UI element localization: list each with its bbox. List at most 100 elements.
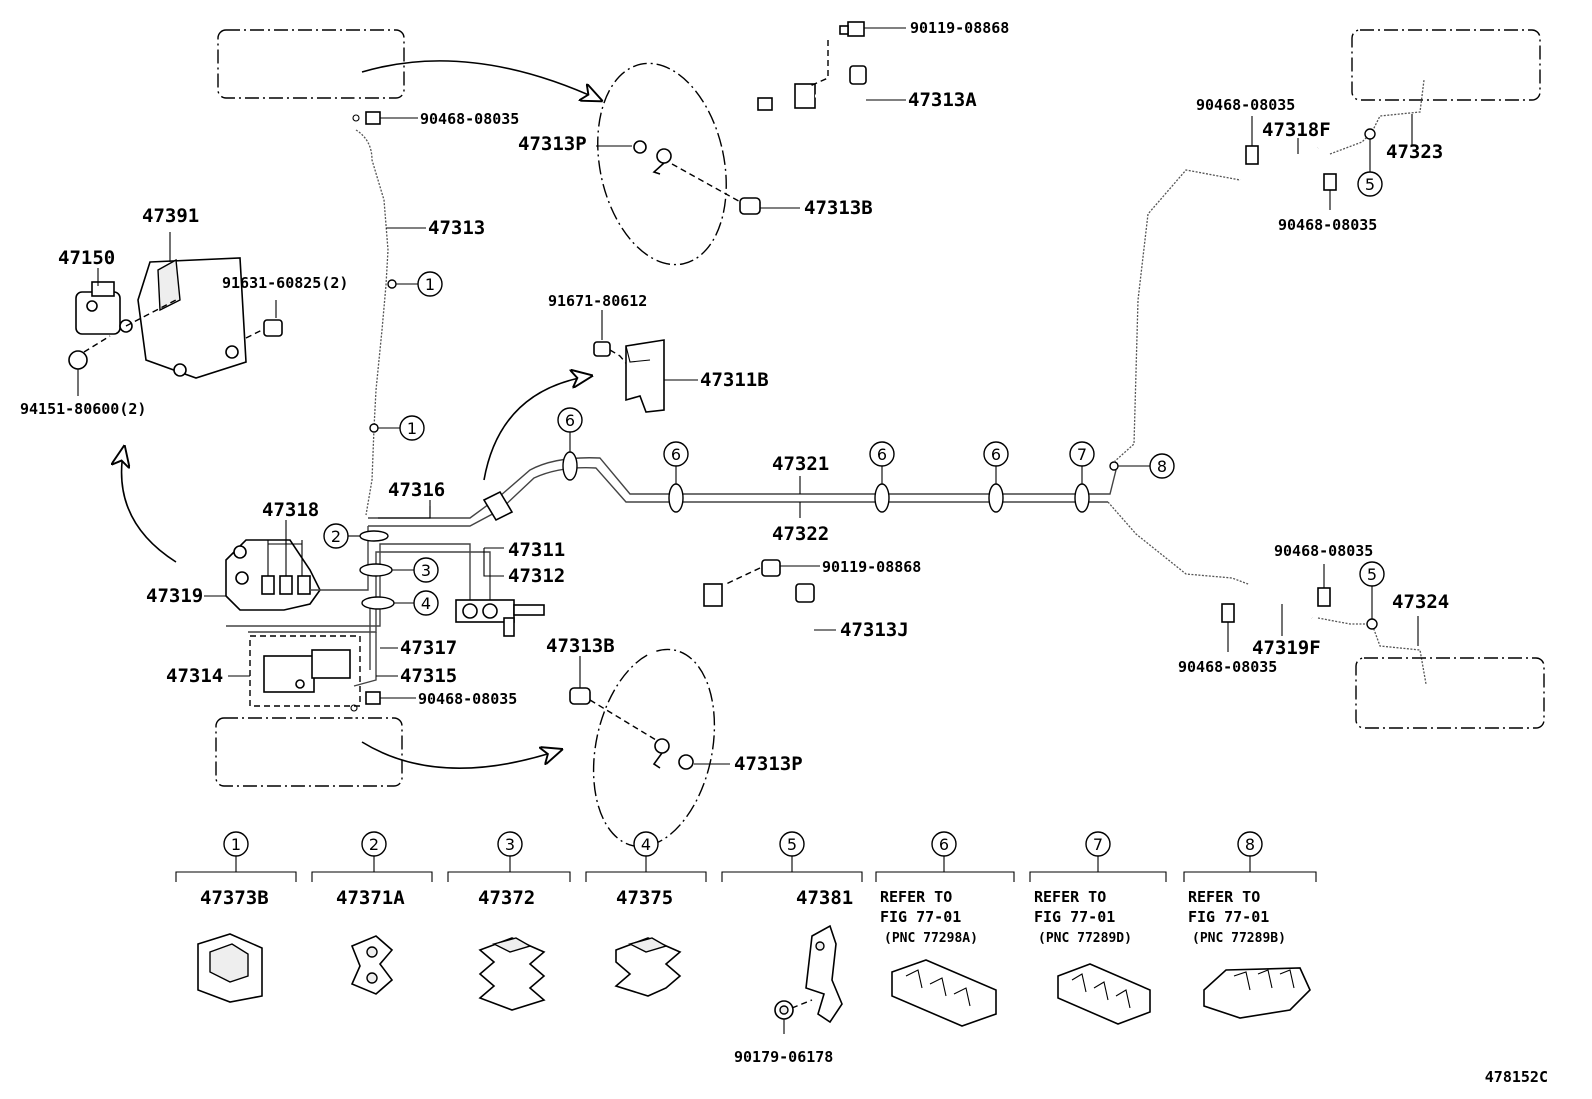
legend-part-label: 90179-06178: [734, 1048, 833, 1066]
clamp-icon: [478, 937, 546, 1011]
svg-text:REFER TO: REFER TO: [1188, 888, 1260, 906]
detail-ellipse: [592, 648, 716, 848]
bolt-icon: [263, 319, 283, 337]
part-label: 47313B: [804, 197, 873, 219]
part-label: 47313P: [518, 133, 587, 155]
part-label: 90468-08035: [418, 690, 517, 708]
legend-item-7: 7 REFER TO FIG 77-01 (PNC 77289D): [1029, 831, 1167, 1025]
ref-bubble-7: [1069, 441, 1095, 467]
line-clamp: [988, 483, 1004, 513]
bolt-icon: [739, 197, 761, 215]
bolt-icon: [761, 559, 781, 577]
brake-line-47322: [368, 467, 1108, 527]
svg-text:2: 2: [331, 527, 341, 546]
part-label: 47391: [142, 205, 199, 227]
clip-icon: [365, 691, 381, 705]
part-label: 47311B: [700, 369, 769, 391]
bolt-icon: [569, 687, 591, 705]
legend-item-6: 6 REFER TO FIG 77-01 (PNC 77298A): [875, 831, 1015, 1027]
part-label: 90468-08035: [1196, 96, 1295, 114]
rear-right-detail: 90468-08035 47318F 5 47323 90468-08035: [1113, 29, 1541, 463]
actuator-47314: [263, 655, 315, 693]
flow-arrow: [361, 60, 600, 100]
clip-icon: [1317, 587, 1331, 607]
svg-text:5: 5: [787, 835, 797, 854]
svg-text:FIG 77-01: FIG 77-01: [880, 908, 961, 926]
part-label: 91671-80612: [548, 292, 647, 310]
part-label: 47324: [1392, 591, 1449, 613]
legend-part-label: 47375: [616, 887, 673, 909]
svg-text:3: 3: [505, 835, 515, 854]
ref-bubble-6: [869, 441, 895, 467]
bolt-icon: [847, 21, 865, 37]
hose-end-icon: [849, 65, 867, 85]
front-lower-hose-detail: 47313J 90119-08868 47313B 47313P: [546, 558, 921, 848]
legend-part-label: 47371A: [336, 887, 405, 909]
svg-text:8: 8: [1245, 835, 1255, 854]
svg-text:5: 5: [1365, 175, 1375, 194]
ref-bubble-5: [1357, 171, 1383, 197]
svg-text:(PNC 77289B): (PNC 77289B): [1192, 931, 1286, 946]
svg-text:7: 7: [1093, 835, 1103, 854]
legend-part-label: 47381: [796, 887, 853, 909]
part-label: 47318F: [1262, 119, 1331, 141]
part-label: 47312: [508, 565, 565, 587]
legend-item-2: 2 47371A: [311, 831, 433, 995]
svg-text:5: 5: [1367, 565, 1377, 584]
part-label: 90468-08035: [1178, 658, 1277, 676]
top-left-reference-box: [217, 29, 405, 99]
svg-text:(PNC 77298A): (PNC 77298A): [884, 931, 978, 946]
part-label: 47313B: [546, 635, 615, 657]
svg-text:7: 7: [1077, 445, 1087, 464]
svg-text:FIG 77-01: FIG 77-01: [1034, 908, 1115, 926]
svg-text:1: 1: [231, 835, 241, 854]
clamp-icon: [1203, 967, 1311, 1019]
bracket-47311B: [625, 339, 665, 413]
svg-text:6: 6: [877, 445, 887, 464]
clip-icon: [1221, 603, 1235, 623]
flow-arrow: [361, 741, 560, 769]
part-label: 47319F: [1252, 637, 1321, 659]
svg-text:6: 6: [671, 445, 681, 464]
svg-text:(PNC 77289D): (PNC 77289D): [1038, 931, 1132, 946]
svg-text:4: 4: [421, 594, 431, 613]
brake-line-47321: [368, 457, 1117, 519]
bracket-47311B-detail: 91671-80612 47311B: [483, 292, 769, 481]
rear-left-detail: 90468-08035 5 47324 47319F 90468-08035: [1107, 501, 1545, 729]
legend-part-label: 47372: [478, 887, 535, 909]
svg-text:1: 1: [425, 275, 435, 294]
bracket-icon: [794, 83, 816, 109]
line-clamp: [668, 483, 684, 513]
part-label: 47311: [508, 539, 565, 561]
part-label: 47313P: [734, 753, 803, 775]
part-label: 90119-08868: [822, 558, 921, 576]
master-cylinder-area: 47318 47319 2 3 4 47311 47312 47317: [146, 499, 565, 712]
part-label: 90468-08035: [1274, 542, 1373, 560]
clip-icon: [1323, 173, 1337, 191]
brake-pipe-47313: [355, 129, 389, 516]
svg-text:3: 3: [421, 561, 431, 580]
ref-bubble-3: [413, 557, 439, 583]
ref-bubble-6: [663, 441, 689, 467]
svg-text:REFER TO: REFER TO: [1034, 888, 1106, 906]
top-right-reference-box: [1351, 29, 1541, 101]
clip-icon: [678, 754, 694, 770]
clamp-icon: [614, 937, 682, 997]
proportioning-valve-detail: 47391 47150 91631-60825(2) 94151-80600(2…: [20, 205, 348, 563]
svg-text:4: 4: [641, 835, 651, 854]
clamp-icon: [1057, 963, 1151, 1025]
ref-bubble-1: [399, 415, 425, 441]
bolt-icon: [593, 341, 611, 357]
valve-47150: [75, 291, 121, 335]
part-label: 47313A: [908, 89, 977, 111]
legend-item-3: 3 47372: [447, 831, 571, 1011]
clamp-icon: [350, 935, 394, 995]
union-icon: [482, 490, 514, 522]
clamp-icon: [891, 959, 997, 1027]
part-label: 94151-80600(2): [20, 400, 146, 418]
bottom-left-detail: [215, 712, 560, 787]
clip-icon: [633, 140, 647, 154]
bottom-right-reference-box: [1355, 657, 1545, 729]
front-upper-hose-detail: 47313A 90119-08868 47313P 47313B: [518, 19, 1009, 266]
ref-bubble-5: [1359, 561, 1385, 587]
